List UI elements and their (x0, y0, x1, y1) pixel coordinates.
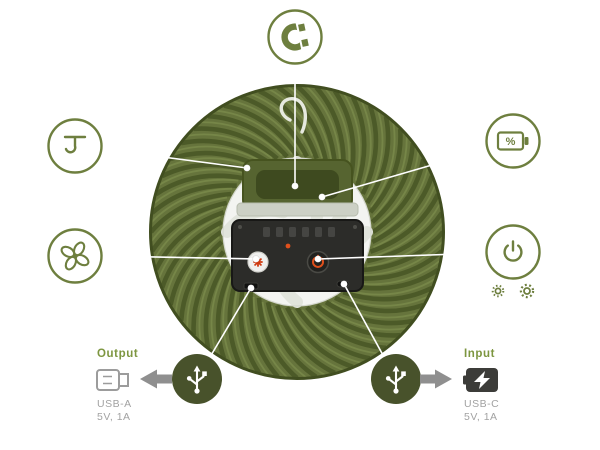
hook-feature-callout (47, 118, 103, 174)
battery-percent-icon: % (496, 131, 529, 151)
callout-circle (485, 113, 541, 169)
fan-speed-feature-callout (47, 228, 103, 284)
hanging-hook (279, 97, 308, 134)
fan-speed-button (247, 251, 269, 273)
output-label: Output (97, 348, 138, 360)
callout-circle (485, 224, 541, 280)
callout-line (321, 148, 488, 198)
input-label: Input (464, 348, 495, 360)
usb-c-label: USB-C (464, 398, 499, 410)
callout-circle (267, 9, 323, 65)
callout-line (101, 255, 257, 260)
fan-blade-icon (60, 241, 90, 271)
usb-c-charge-icon (463, 368, 498, 392)
arrow-left-icon (140, 369, 172, 389)
screw (353, 225, 357, 229)
callout-dot (243, 164, 251, 172)
fan-outer-blades (149, 84, 445, 380)
usb-a-label: USB-A (97, 398, 132, 410)
callout-line (317, 252, 487, 260)
battery-feature-callout: % (485, 113, 541, 169)
hook-icon (63, 135, 87, 154)
callout-dot (314, 255, 322, 263)
led-indicator (285, 243, 291, 249)
callout-line (209, 287, 252, 358)
callout-dot (252, 255, 260, 263)
callout-dot (247, 284, 255, 292)
vent-slots (263, 227, 335, 237)
output-spec: 5V, 1A (97, 411, 131, 423)
percent-label: % (506, 136, 516, 148)
callout-dot (340, 280, 348, 288)
callout-lines (101, 64, 488, 358)
callout-line (101, 148, 248, 169)
callout-dot (291, 182, 299, 190)
fan-product-image (149, 84, 445, 380)
usb-output-callout (172, 354, 222, 404)
magnet-icon (281, 19, 315, 51)
control-panel (231, 219, 364, 292)
input-spec: 5V, 1A (464, 411, 498, 423)
callout-dot (318, 193, 326, 201)
screw (238, 225, 242, 229)
arrow-right-icon (420, 369, 452, 389)
magnet-feature-callout (267, 9, 323, 65)
power-icon (503, 240, 523, 262)
power-feature-callout (485, 224, 541, 299)
brightness-low-icon (491, 284, 505, 298)
usb-a-plug-icon (96, 369, 129, 391)
latch-bar (236, 202, 359, 217)
brightness-high-icon (519, 283, 535, 299)
callout-dots (243, 164, 348, 292)
callout-line (343, 283, 385, 358)
usb-input-callout (371, 354, 421, 404)
